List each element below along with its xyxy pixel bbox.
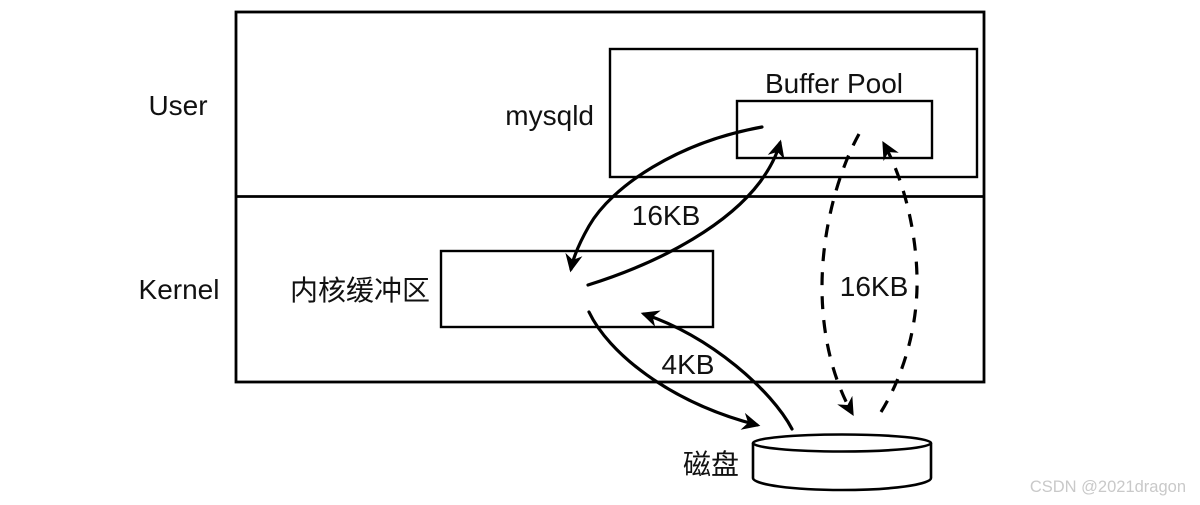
arrow-kernelbuffer-to-bufferpool — [586, 139, 785, 287]
mysqld-box: mysqld Buffer Pool — [505, 47, 979, 179]
kernel-buffer-box: 内核缓冲区 — [290, 249, 715, 329]
arrow-disk-to-kernelbuffer — [640, 310, 794, 431]
bufferpool-disk-size-label: 16KB — [840, 271, 909, 302]
kernel-region-label: Kernel — [139, 274, 220, 305]
watermark: CSDN @2021dragon — [1030, 478, 1186, 496]
bufferpool-kernel-size-label: 16KB — [632, 200, 701, 231]
arrow-disk-to-bufferpool-dashed — [879, 140, 919, 413]
disk-cylinder-body — [751, 443, 933, 492]
arrow-kernelbuffer-to-disk — [587, 310, 761, 430]
arrow-bufferpool-to-disk-dashed — [820, 133, 861, 417]
disk-cylinder — [751, 433, 933, 492]
kernel-buffer-label: 内核缓冲区 — [290, 275, 430, 306]
arrow-bufferpool-to-kernelbuffer — [565, 125, 764, 273]
bufferpool-kernel-arrows — [565, 125, 785, 287]
user-region-label: User — [148, 90, 207, 121]
buffer-pool-page-rect — [735, 99, 934, 160]
user-kernel-frame — [234, 10, 986, 384]
bufferpool-disk-dashed-arrows — [820, 133, 919, 417]
disk-label: 磁盘 — [683, 449, 739, 480]
kernel-disk-arrows — [587, 310, 794, 431]
kernel-disk-size-label: 4KB — [662, 349, 715, 380]
mysqld-rect — [608, 47, 979, 179]
buffer-pool-label: Buffer Pool — [765, 68, 903, 99]
kernel-buffer-rect — [439, 249, 715, 329]
disk-cylinder-top — [751, 433, 933, 453]
mysqld-label: mysqld — [505, 100, 594, 131]
